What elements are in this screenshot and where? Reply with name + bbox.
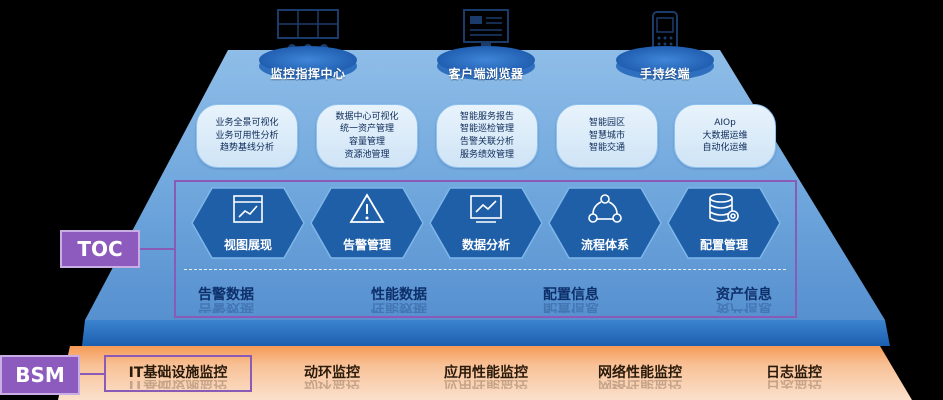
bsm-item-reflection: IT基础设施监控 bbox=[128, 380, 228, 389]
data-source-alarm: 告警数据 bbox=[198, 287, 254, 303]
module-alarm-management: 告警管理 bbox=[309, 186, 425, 260]
it-infrastructure-frame bbox=[104, 355, 252, 392]
module-data-analysis: 数据分析 bbox=[428, 186, 544, 260]
toc-connector bbox=[140, 248, 174, 250]
info-line: 智能巡检管理 bbox=[459, 124, 514, 135]
video-wall-icon bbox=[259, 9, 357, 80]
info-box-aiops: AIOp 大数据运维 自动化运维 bbox=[674, 104, 776, 168]
info-line: 服务绩效管理 bbox=[459, 149, 514, 160]
mobile-phone-icon bbox=[616, 11, 714, 80]
data-source-reflection: 资产信息 bbox=[716, 303, 772, 313]
info-line: 数据中心可视化 bbox=[335, 111, 399, 122]
bsm-item-reflection: 日志监控 bbox=[766, 380, 822, 389]
bsm-item-environment: 动环监控 bbox=[304, 365, 360, 381]
workflow-icon bbox=[588, 194, 622, 223]
info-box-smart-city: 智能园区 智慧城市 智能交通 bbox=[556, 104, 658, 168]
bsm-item-log: 日志监控 bbox=[766, 365, 822, 381]
portal-label: 客户端浏览器 bbox=[448, 67, 524, 81]
data-source-asset: 资产信息 bbox=[716, 287, 772, 303]
data-source-performance: 性能数据 bbox=[371, 287, 427, 303]
info-line: 业务可用性分析 bbox=[215, 130, 279, 141]
info-line: 智慧城市 bbox=[588, 130, 625, 141]
chart-view-icon bbox=[233, 195, 263, 223]
data-source-reflection: 性能数据 bbox=[371, 303, 427, 313]
bsm-item-network-performance: 网络性能监控 bbox=[598, 365, 682, 381]
info-line: 资源池管理 bbox=[344, 149, 390, 160]
warning-icon bbox=[349, 193, 385, 223]
module-label: 数据分析 bbox=[461, 238, 510, 252]
info-line: 大数据运维 bbox=[702, 130, 748, 141]
info-box-datacenter: 数据中心可视化 统一资产管理 容量管理 资源池管理 bbox=[316, 104, 418, 168]
info-line: 告警关联分析 bbox=[459, 137, 514, 147]
module-label: 流程体系 bbox=[580, 238, 629, 252]
portal-handheld: 手持终端 bbox=[615, 8, 715, 88]
bsm-connector bbox=[80, 373, 104, 375]
portal-label: 监控指挥中心 bbox=[270, 67, 346, 81]
info-line: 智能园区 bbox=[588, 118, 625, 129]
bsm-item-reflection: 动环监控 bbox=[304, 380, 360, 389]
info-line: 智能交通 bbox=[588, 143, 625, 154]
info-line: 趋势基线分析 bbox=[219, 143, 274, 154]
data-source-reflection: 告警数据 bbox=[198, 303, 254, 313]
bsm-tag: BSM bbox=[0, 355, 80, 395]
info-box-intelligent-service: 智能服务报告 智能巡检管理 告警关联分析 服务绩效管理 bbox=[436, 104, 538, 168]
bsm-item-app-performance: 应用性能监控 bbox=[444, 365, 528, 381]
bsm-item-it-infrastructure: IT基础设施监控 bbox=[128, 365, 228, 381]
module-label: 配置管理 bbox=[699, 238, 748, 252]
desktop-monitor-icon bbox=[437, 9, 535, 80]
module-label: 告警管理 bbox=[342, 238, 391, 252]
info-line: 容量管理 bbox=[348, 137, 385, 147]
divider bbox=[184, 269, 786, 270]
info-line: 业务全景可视化 bbox=[215, 118, 279, 129]
module-config-management: 配置管理 bbox=[666, 186, 782, 260]
module-workflow: 流程体系 bbox=[547, 186, 663, 260]
info-line: 自动化运维 bbox=[702, 143, 748, 154]
module-label: 视图展现 bbox=[223, 238, 272, 252]
toc-tag: TOC bbox=[60, 230, 140, 268]
portal-browser: 客户端浏览器 bbox=[436, 8, 536, 88]
info-line: AIOp bbox=[714, 118, 736, 129]
data-analysis-icon bbox=[470, 195, 502, 223]
info-line: 智能服务报告 bbox=[459, 111, 514, 122]
info-line: 统一资产管理 bbox=[339, 124, 394, 135]
database-config-icon bbox=[709, 193, 739, 222]
data-source-config: 配置信息 bbox=[543, 287, 599, 303]
info-box-business: 业务全景可视化 业务可用性分析 趋势基线分析 bbox=[196, 104, 298, 168]
toc-frame bbox=[174, 180, 797, 318]
bsm-item-reflection: 网络性能监控 bbox=[598, 380, 682, 389]
module-view-display: 视图展现 bbox=[190, 186, 306, 260]
data-source-reflection: 配置信息 bbox=[543, 303, 599, 313]
portal-command-center: 监控指挥中心 bbox=[258, 8, 358, 88]
portal-label: 手持终端 bbox=[639, 67, 690, 81]
bsm-item-reflection: 应用性能监控 bbox=[444, 380, 528, 389]
